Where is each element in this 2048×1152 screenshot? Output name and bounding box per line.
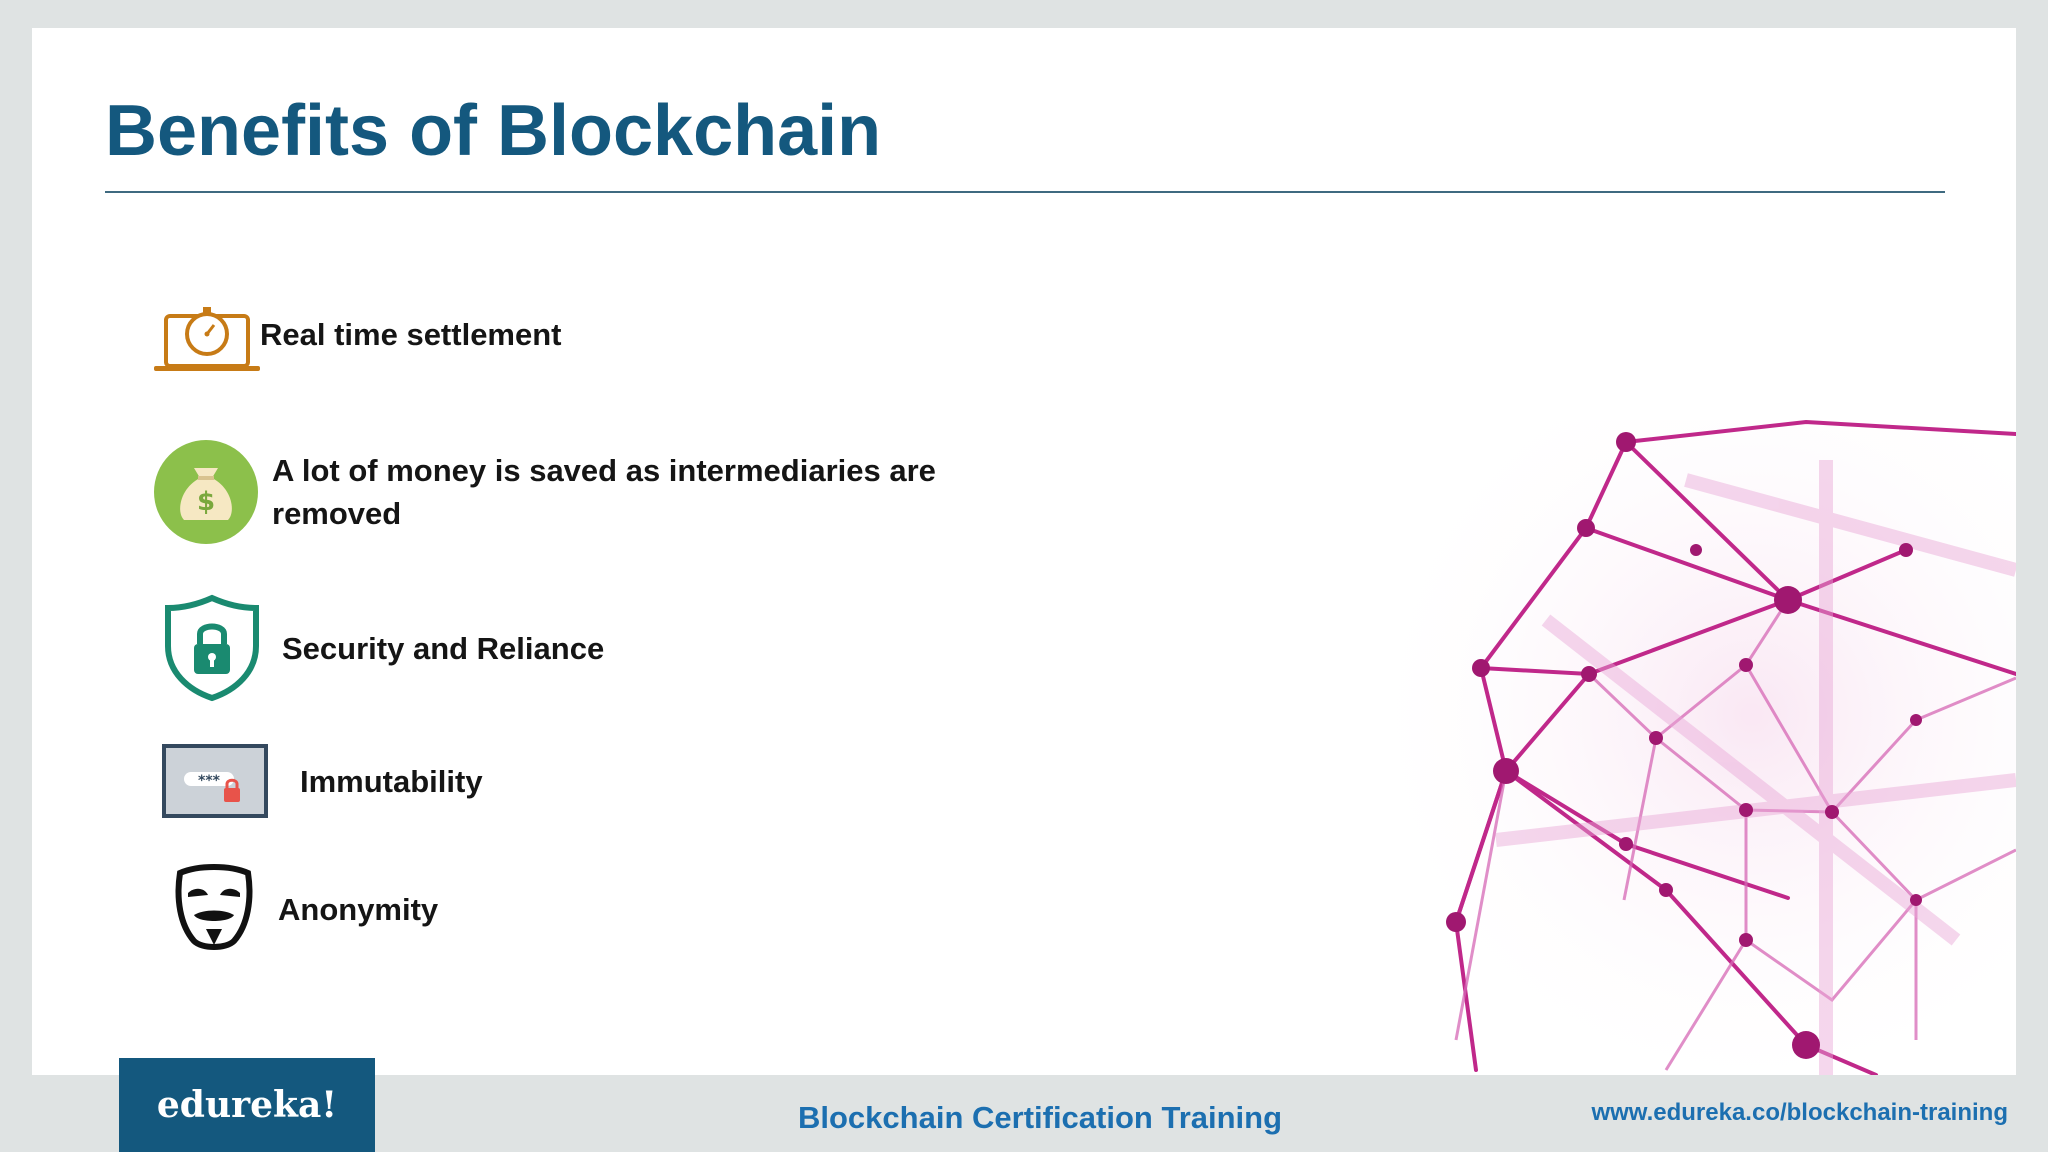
edureka-logo: edureka! xyxy=(119,1058,375,1152)
benefit-label: Immutability xyxy=(300,763,483,799)
benefit-label: Anonymity xyxy=(278,891,439,927)
benefit-label: Security and Reliance xyxy=(282,630,605,666)
benefit-label: Real time settlement xyxy=(260,316,562,352)
benefit-item-anonymity: Anonymity xyxy=(172,863,438,955)
slide-title: Benefits of Blockchain xyxy=(105,91,882,171)
shield-lock-icon xyxy=(165,594,259,702)
logo-text: edureka! xyxy=(156,1084,338,1126)
svg-text:$: $ xyxy=(197,487,215,517)
course-url: www.edureka.co/blockchain-training xyxy=(1591,1099,2008,1126)
slide: Benefits of Blockchain Real time settlem… xyxy=(32,28,2016,1075)
benefit-item-security: Security and Reliance xyxy=(164,594,604,702)
svg-text:***: *** xyxy=(198,773,221,789)
money-bag-icon: $ xyxy=(154,440,258,544)
benefit-item-immutability: *** Immutability xyxy=(162,744,483,818)
course-title: Blockchain Certification Training xyxy=(798,1100,1283,1135)
laptop-stopwatch-icon xyxy=(154,307,260,371)
title-divider xyxy=(105,191,1945,193)
anonymous-mask-icon xyxy=(175,864,253,950)
benefit-item-real-time-settlement: Real time settlement xyxy=(152,294,562,374)
benefit-item-money-saved: $ A lot of money is saved as intermediar… xyxy=(154,440,972,544)
benefit-label: A lot of money is saved as intermediarie… xyxy=(272,453,936,531)
network-sphere-graphic xyxy=(1356,420,2016,1075)
password-screen-icon: *** xyxy=(162,744,268,818)
